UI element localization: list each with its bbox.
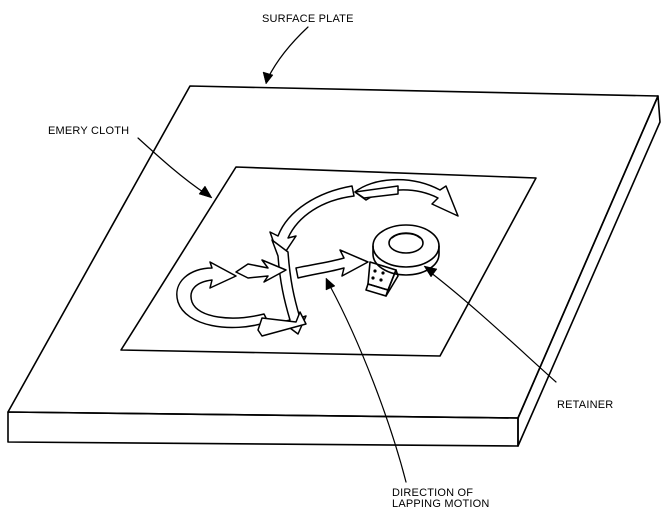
arrow-to-retainer bbox=[295, 249, 369, 279]
leader-emery-cloth bbox=[137, 137, 207, 195]
label-direction-line2: LAPPING MOTION bbox=[392, 498, 490, 510]
leader-surface-plate bbox=[267, 26, 309, 79]
label-surface-plate: SURFACE PLATE bbox=[262, 13, 354, 25]
arrow-middle-chevrons bbox=[235, 259, 287, 283]
leader-lines bbox=[137, 26, 557, 483]
label-direction-line1: DIRECTION OF bbox=[392, 487, 474, 499]
retainer bbox=[365, 224, 440, 297]
arrow-center-descent bbox=[271, 239, 307, 335]
leader-direction bbox=[329, 285, 407, 483]
emery-cloth bbox=[120, 166, 537, 357]
label-retainer: RETAINER bbox=[557, 399, 614, 411]
arrow-top-center bbox=[354, 185, 399, 199]
arrow-left-loop bbox=[176, 261, 269, 329]
leader-retainer bbox=[429, 271, 557, 383]
lapping-motion-arrows bbox=[176, 179, 459, 337]
label-emery-cloth: EMERY CLOTH bbox=[48, 125, 130, 137]
arrow-bottom-head bbox=[257, 311, 307, 337]
arrow-upper-left bbox=[269, 185, 355, 261]
surface-plate bbox=[7, 85, 661, 447]
